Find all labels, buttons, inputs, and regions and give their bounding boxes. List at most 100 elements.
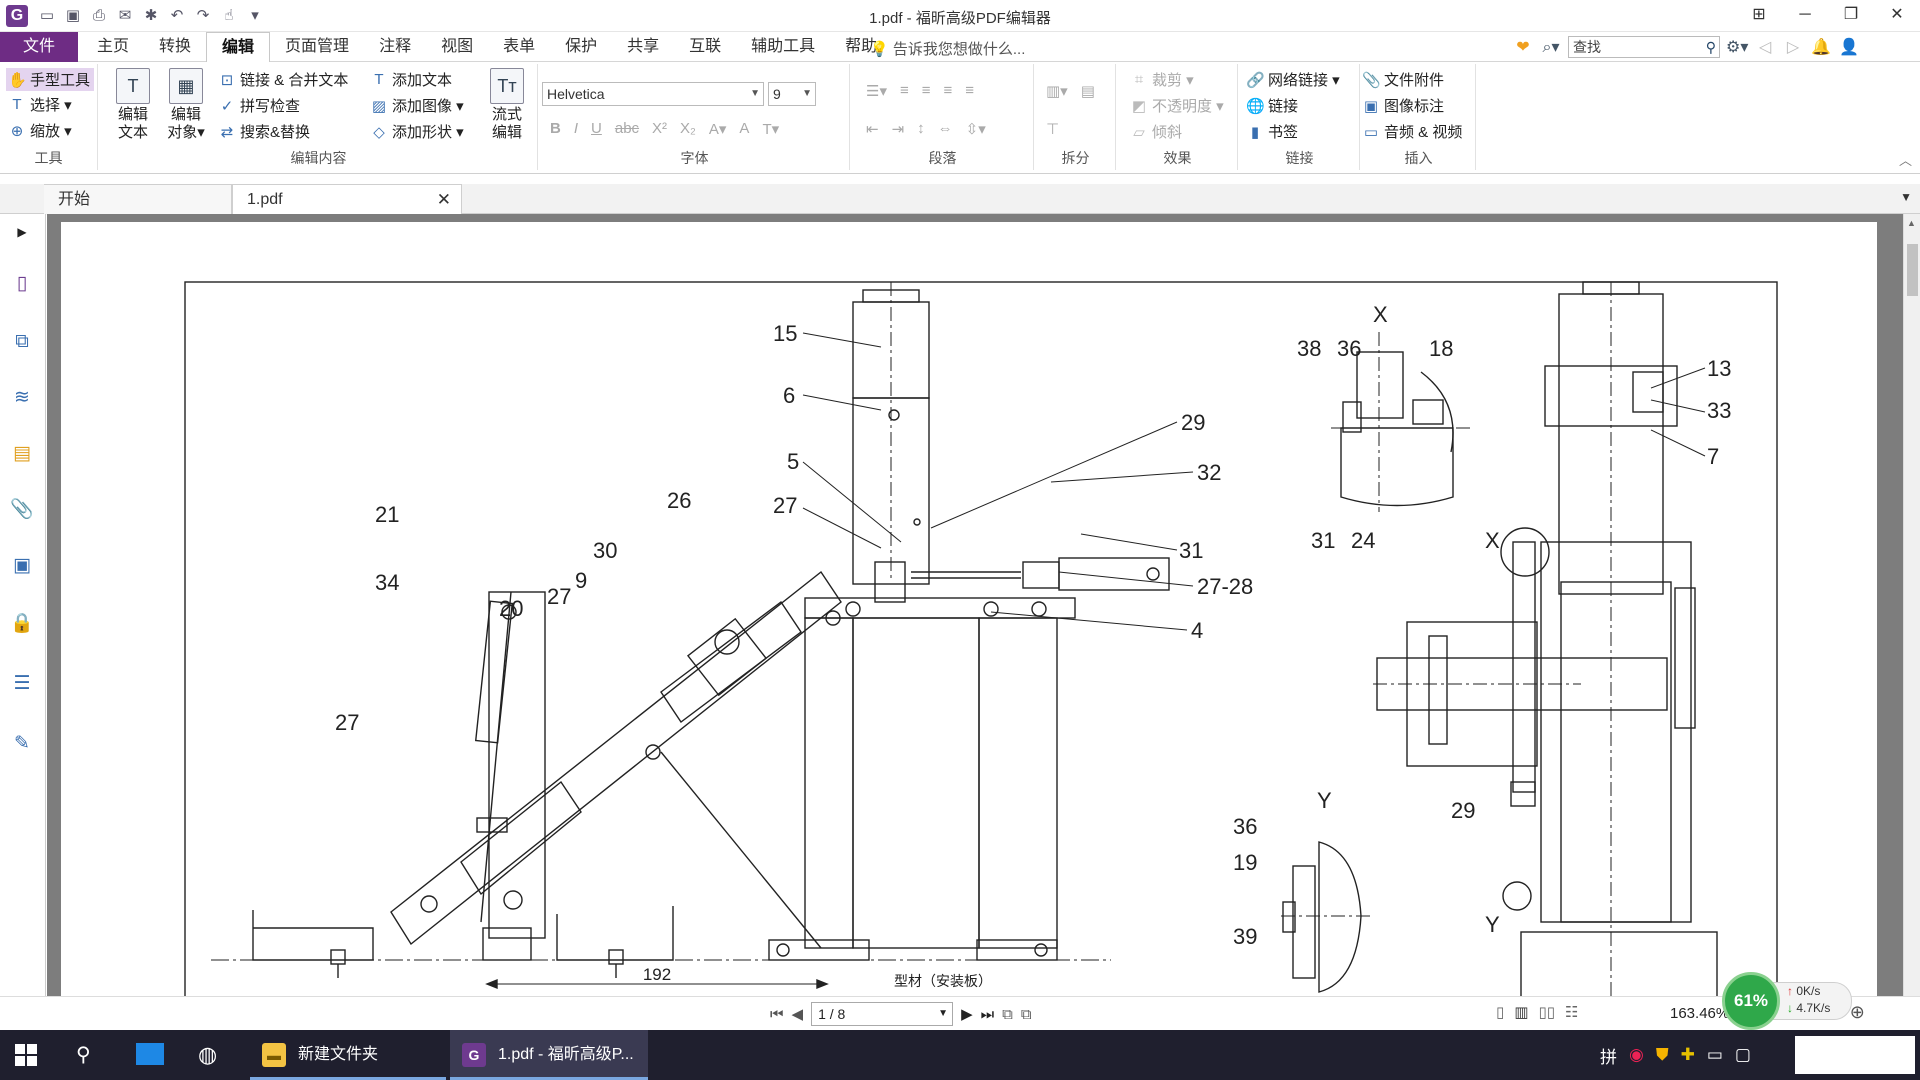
text-box-icon[interactable]: ⊤ (1046, 121, 1060, 138)
menu-protect[interactable]: 保护 (565, 38, 598, 55)
new-icon[interactable]: ✱ (144, 7, 158, 24)
align-right-icon[interactable]: ≡ (943, 82, 953, 99)
single-page-icon[interactable]: ▯ (1496, 1004, 1505, 1021)
subscript-icon[interactable]: X₂ (680, 120, 696, 137)
join-icon[interactable]: ▤ (1080, 83, 1095, 100)
scroll-thumb[interactable] (1907, 244, 1918, 296)
italic-icon[interactable]: I (573, 120, 579, 137)
pages-panel-icon[interactable]: ⧉ (15, 331, 29, 352)
minimize-button[interactable]: ─ (1799, 6, 1811, 23)
accessibility-panel-icon[interactable]: ✎ (14, 733, 30, 754)
clock-area[interactable] (1795, 1036, 1915, 1074)
bell-icon[interactable]: 🔔 (1811, 39, 1831, 56)
continuous-facing-icon[interactable]: ☷ (1564, 1004, 1579, 1021)
bookmarks-panel-icon[interactable]: ▯ (16, 273, 28, 294)
font-color-icon[interactable]: A▾ (708, 121, 727, 138)
document-viewer[interactable]: 192 型材（安装板） (47, 214, 1903, 1003)
menu-help[interactable]: 帮助 (845, 38, 878, 55)
search-icon[interactable]: ⚲ (1705, 39, 1716, 55)
underline-icon[interactable]: U (591, 120, 602, 137)
next-page-icon[interactable]: ▶ (961, 1006, 973, 1023)
menu-accessibility[interactable]: 辅助工具 (751, 38, 816, 55)
customize-qat-icon[interactable]: ▾ (251, 7, 259, 24)
zoom-level[interactable]: 163.46% (1670, 1005, 1730, 1022)
menu-comment[interactable]: 注释 (379, 38, 412, 55)
menu-organize[interactable]: 页面管理 (285, 38, 350, 55)
line-spacing-icon[interactable]: ↕ (917, 120, 925, 137)
indent-decrease-icon[interactable]: ⇤ (866, 121, 879, 138)
redo-icon[interactable]: ↷ (196, 7, 210, 24)
split-icon[interactable]: ▥▾ (1046, 83, 1068, 100)
tray-plus-icon[interactable]: ✚ (1680, 1045, 1695, 1064)
font-size-select[interactable]: 9▼ (768, 82, 816, 106)
crop-button[interactable]: ⌗裁剪 ▾ (1130, 69, 1194, 90)
indent-increase-icon[interactable]: ⇥ (891, 121, 905, 138)
user-icon[interactable]: 👤 (1839, 39, 1859, 56)
menu-view[interactable]: 视图 (441, 38, 474, 55)
menu-share[interactable]: 共享 (627, 38, 660, 55)
battery-icon[interactable]: ▭ (1706, 1045, 1723, 1064)
page-number-field[interactable]: 1 / 8▼ (811, 1002, 954, 1026)
attachment-button[interactable]: 📎文件附件 (1362, 69, 1444, 90)
task-view-icon[interactable] (136, 1030, 176, 1080)
menu-edit[interactable]: 编辑 (206, 32, 271, 63)
zoom-button[interactable]: ⊕缩放 ▾ (8, 120, 72, 141)
audio-video-button[interactable]: ▭音频 & 视频 (1362, 121, 1462, 142)
bookmark-button[interactable]: ▮书签 (1246, 121, 1298, 142)
menu-convert[interactable]: 转换 (159, 38, 192, 55)
browser-icon[interactable]: ◍ (198, 1042, 218, 1067)
settings-icon[interactable]: ⚙▾ (1726, 39, 1749, 56)
justify-icon[interactable]: ≡ (965, 82, 975, 99)
search-icon[interactable]: ⚲ (76, 1044, 91, 1066)
ribbon-display-icon[interactable]: ⊞ (1752, 6, 1766, 23)
expand-panel-icon[interactable]: ▶ (17, 225, 27, 239)
tab-1pdf[interactable]: 1.pdf✕ (232, 184, 462, 215)
image-annotation-button[interactable]: ▣图像标注 (1362, 95, 1444, 116)
notification-icon[interactable]: ▢ (1734, 1045, 1751, 1064)
search-input[interactable]: 查找⚲ (1568, 36, 1720, 58)
collapse-ribbon-icon[interactable]: ︿ (1898, 153, 1912, 168)
bold-icon[interactable]: B (550, 120, 561, 137)
menu-connect[interactable]: 互联 (689, 38, 722, 55)
vertical-scrollbar[interactable]: ▲ (1903, 214, 1920, 996)
close-tab-icon[interactable]: ✕ (436, 190, 451, 209)
network-monitor-widget[interactable]: ↑ 0K/s↓ 4.7K/s 61% (1722, 972, 1852, 1030)
add-image-button[interactable]: ▨添加图像 ▾ (370, 95, 464, 116)
search-replace-button[interactable]: ⇄搜索&替换 (218, 121, 310, 142)
strikethrough-icon[interactable]: abc (614, 120, 640, 137)
tell-me-box[interactable]: 💡 告诉我您想做什么... (870, 38, 1025, 59)
attachments-panel-icon[interactable]: 📎 (10, 499, 34, 520)
continuous-page-icon[interactable]: ▥ (1514, 1004, 1529, 1021)
close-button[interactable]: ✕ (1890, 6, 1904, 23)
previous-view-icon[interactable]: ⧉ (1002, 1005, 1013, 1023)
char-scale-icon[interactable]: ⇔ (937, 120, 953, 137)
spell-check-button[interactable]: ✓拼写检查 (218, 95, 300, 116)
foxit-app-icon[interactable]: G (6, 5, 28, 27)
opacity-button[interactable]: ◩不透明度 ▾ (1130, 95, 1224, 116)
link-button[interactable]: 🌐链接 (1246, 95, 1298, 116)
first-page-icon[interactable]: ⏮ (770, 1005, 784, 1023)
taskbar-folder[interactable]: ▬新建文件夹 (250, 1030, 446, 1080)
email-icon[interactable]: ✉ (118, 7, 132, 24)
ime-indicator[interactable]: 拼 (1600, 1047, 1617, 1067)
tab-start[interactable]: 开始 (44, 184, 232, 215)
facing-page-icon[interactable]: ▯▯ (1538, 1004, 1555, 1021)
content-panel-icon[interactable]: ☰ (13, 673, 31, 694)
web-link-button[interactable]: 🔗网络链接 ▾ (1246, 69, 1340, 90)
open-icon[interactable]: ▭ (39, 7, 55, 24)
last-page-icon[interactable]: ⏭ (980, 1005, 995, 1023)
hand-icon[interactable]: ☝ (224, 7, 234, 24)
edit-object-button[interactable]: ▦编辑对象▾ (161, 68, 211, 142)
tray-app-icon[interactable]: ◉ (1629, 1045, 1644, 1064)
hand-tool-button[interactable]: ✋手型工具 (6, 68, 95, 91)
add-shape-button[interactable]: ◇添加形状 ▾ (370, 121, 464, 142)
next-icon[interactable]: ▷ (1786, 39, 1800, 56)
highlight-icon[interactable]: A (739, 120, 750, 137)
para-spacing-icon[interactable]: ⇳▾ (965, 121, 986, 138)
save-icon[interactable]: ▣ (65, 7, 81, 24)
list-icon[interactable]: ☰▾ (866, 83, 887, 100)
next-view-icon[interactable]: ⧉ (1020, 1005, 1032, 1023)
